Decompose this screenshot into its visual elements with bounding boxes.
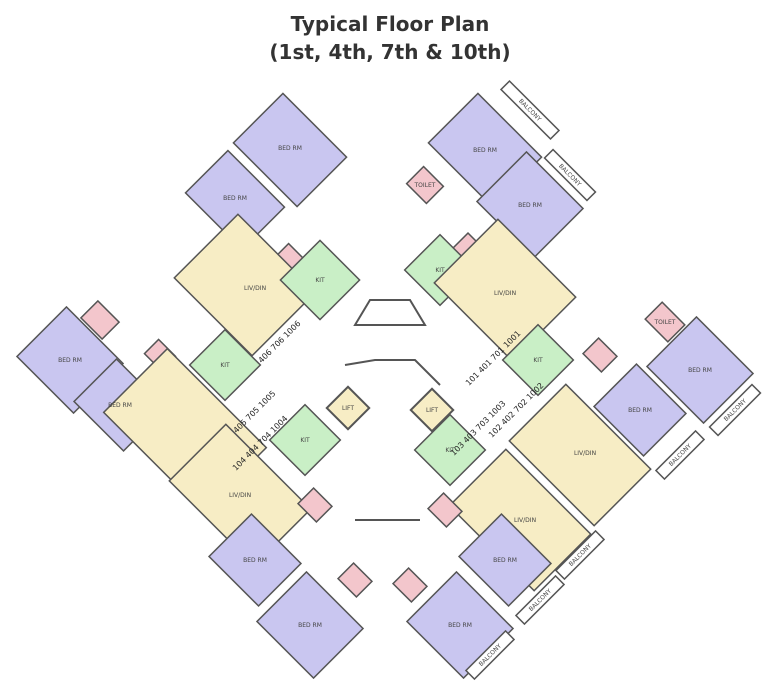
room-label: BED RM: [518, 202, 542, 209]
toilet: [644, 301, 686, 343]
kitchen: [268, 403, 342, 477]
plan-subtitle: (1st, 4th, 7th & 10th): [269, 40, 511, 64]
bedroom: [457, 512, 553, 608]
corridor-wall: [344, 359, 441, 386]
room-label: BED RM: [448, 622, 472, 629]
living-dining: [173, 213, 317, 357]
room-label: BED RM: [473, 147, 497, 154]
balcony: [708, 383, 762, 437]
room-label: KIT: [533, 357, 543, 364]
bedroom: [207, 512, 303, 608]
room-label: BED RM: [243, 557, 267, 564]
kitchen: [413, 413, 487, 487]
bedroom: [255, 570, 365, 680]
balcony: [554, 529, 606, 581]
kitchen: [279, 239, 361, 321]
room-label: LIV/DIN: [514, 517, 536, 524]
room-label: KIT: [315, 277, 325, 284]
balcony: [464, 629, 516, 681]
unit-103: LIFT BALCONY BALCONY BALCONY KIT LIV/DIN…: [391, 387, 606, 681]
bedroom: [232, 92, 348, 208]
room-label: BED RM: [58, 357, 82, 364]
room-label: KIT: [220, 362, 230, 369]
living-dining: [433, 218, 577, 362]
room-label: KIT: [300, 437, 310, 444]
room-label: BED RM: [223, 195, 247, 202]
kitchen: [188, 328, 262, 402]
room-label: LIV/DIN: [244, 285, 266, 292]
toilet: [405, 165, 445, 205]
room-label: LIFT: [342, 405, 354, 412]
room-label: LIV/DIN: [494, 290, 516, 297]
balcony: [543, 148, 597, 202]
bedroom: [592, 362, 688, 458]
room-label: KIT: [435, 267, 445, 274]
kitchen: [501, 323, 575, 397]
room-label: TOILET: [654, 319, 676, 326]
room-label: BED RM: [298, 622, 322, 629]
toilet: [581, 336, 619, 374]
room-label: LIV/DIN: [574, 450, 596, 457]
room-label: BED RM: [108, 402, 132, 409]
toilet: [296, 486, 334, 524]
toilet: [79, 299, 121, 341]
room-label: BED RM: [628, 407, 652, 414]
toilet: [426, 491, 464, 529]
unit-104: LIFT KIT LIV/DIN BED RM BED RM 104 404 7…: [168, 385, 374, 680]
lift: [409, 387, 455, 433]
toilet: [336, 561, 374, 599]
living-dining: [508, 383, 652, 527]
room-label: TOILET: [414, 182, 436, 189]
room-label: KIT: [445, 447, 455, 454]
bedroom: [184, 149, 286, 251]
room-label: BED RM: [278, 145, 302, 152]
lift: [325, 385, 371, 431]
balcony: [499, 79, 561, 141]
room-label: LIFT: [426, 407, 438, 414]
room-label: LIV/DIN: [229, 492, 251, 499]
toilet: [391, 566, 429, 604]
room-label: BED RM: [688, 367, 712, 374]
bedroom: [645, 315, 755, 425]
unit-102: BALCONY BALCONY KIT BED RM BED RM TOILET…: [487, 301, 762, 527]
unit-106: LIV/DIN BED RM BED RM KIT 106 406 706 10…: [173, 92, 361, 378]
balcony: [654, 429, 706, 481]
room-label: BED RM: [493, 557, 517, 564]
stair-core: [353, 299, 427, 326]
unit-105: BED RM BED RM KIT 105 405 705 1005: [15, 299, 278, 513]
plan-title: Typical Floor Plan: [290, 12, 490, 36]
unit-101: BALCONY BALCONY BED RM BED RM TOILET KIT…: [403, 79, 597, 388]
living-dining: [168, 423, 312, 567]
balcony: [514, 574, 566, 626]
central-core: [344, 299, 441, 521]
